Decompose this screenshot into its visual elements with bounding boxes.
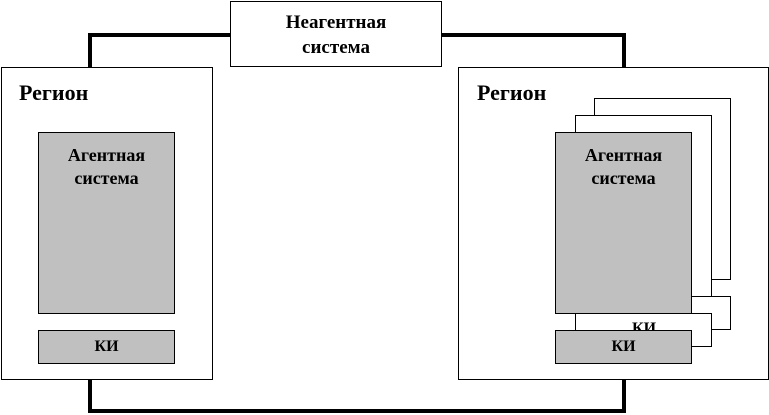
- left-agent-system-box: Агентная система: [38, 132, 175, 314]
- connector-bottom: [88, 379, 626, 413]
- left-control-interface-box: КИ: [38, 330, 175, 364]
- right-agent-system-line2: система: [591, 168, 656, 189]
- non-agent-system-box: Неагентная система: [230, 1, 442, 67]
- non-agent-system-line1: Неагентная: [285, 12, 387, 33]
- non-agent-system-line2: система: [302, 36, 370, 58]
- left-agent-system-line1: Агентная: [67, 145, 146, 165]
- left-control-interface-label: КИ: [94, 338, 119, 355]
- right-control-interface-label: КИ: [611, 338, 636, 355]
- connector-top-right: [441, 33, 626, 67]
- left-region-title: Регион: [19, 80, 89, 105]
- connector-top-left: [88, 33, 230, 67]
- right-agent-system-line1: Агентная: [584, 145, 663, 165]
- right-control-interface-box: КИ: [555, 330, 692, 364]
- left-agent-system-line2: система: [74, 168, 139, 189]
- right-agent-system-box: Агентная система: [555, 132, 692, 314]
- right-region-title: Регион: [477, 80, 547, 105]
